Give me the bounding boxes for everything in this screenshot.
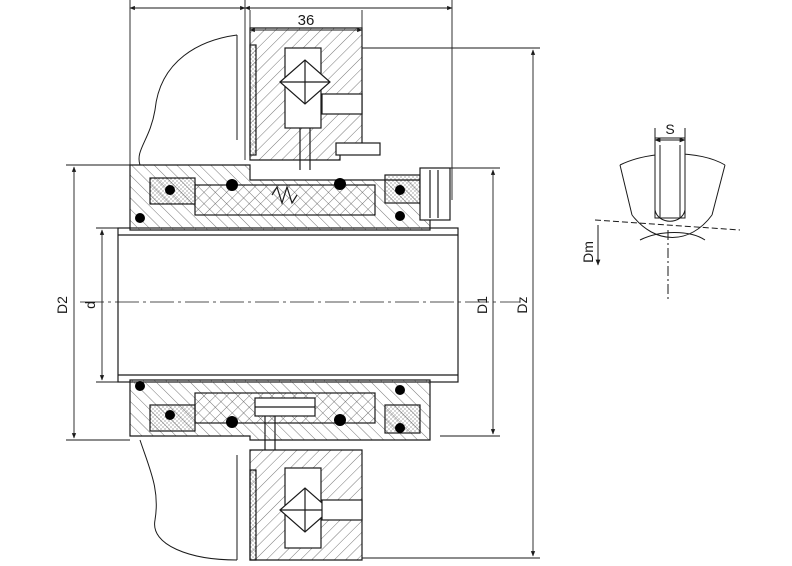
lower-gland: [249, 410, 363, 561]
upper-seal-housing: [129, 142, 451, 231]
dimension-lines: [66, 0, 540, 559]
dimension-label-dz: Dz: [514, 296, 530, 313]
shaft: [117, 227, 459, 383]
dimension-label-d2: D2: [54, 296, 70, 314]
break-lines: [138, 34, 238, 561]
dimension-label-dm: Dm: [580, 241, 596, 263]
dimension-label-d: d: [82, 301, 98, 309]
dimension-label-s: S: [665, 121, 674, 137]
dimension-label-d1: D1: [474, 296, 490, 314]
detail-view: [594, 128, 741, 300]
dimension-label-36: 36: [298, 12, 315, 29]
o-rings: [135, 178, 405, 433]
lower-seal-housing: [129, 379, 431, 441]
